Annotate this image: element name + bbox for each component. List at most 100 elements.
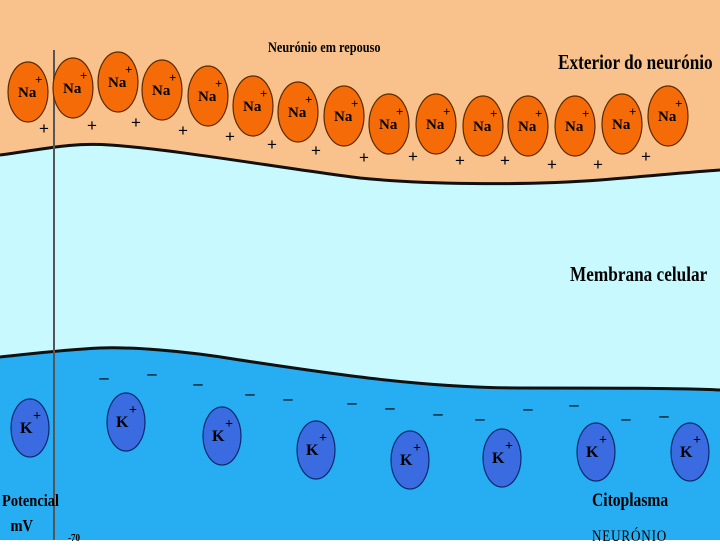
k-ion-7-circle — [576, 422, 616, 482]
na-ion-11: Na+ — [462, 95, 504, 157]
negative-charge-9: – — [475, 409, 485, 428]
na-ion-12-charge: + — [535, 106, 542, 121]
na-ion-3-circle — [97, 51, 139, 113]
na-ion-9-symbol: Na — [379, 117, 398, 133]
cytoplasm-label: Citoplasma — [592, 490, 669, 511]
k-ion-1-charge: + — [33, 409, 41, 424]
k-ion-1-symbol: K — [20, 420, 33, 437]
k-ion-2-circle — [106, 392, 146, 452]
na-ion-1-symbol: Na — [18, 85, 37, 101]
k-ion-3-circle — [202, 406, 242, 466]
na-ion-13-circle — [554, 95, 596, 157]
k-ion-2: K+ — [106, 392, 146, 452]
k-ion-1: K+ — [10, 398, 50, 458]
na-ion-6-circle — [232, 75, 274, 137]
na-ion-7-charge: + — [305, 92, 312, 107]
k-ion-8: K+ — [670, 422, 710, 482]
diagram-title: Neurónio em repouso — [268, 40, 381, 56]
na-ion-1-charge: + — [35, 72, 42, 87]
na-ion-12: Na+ — [507, 95, 549, 157]
na-ion-13-symbol: Na — [565, 119, 584, 135]
membrane-label: Membrana celular — [570, 262, 708, 286]
na-ion-3: Na+ — [97, 51, 139, 113]
negative-charge-8: – — [433, 404, 443, 423]
k-ion-7: K+ — [576, 422, 616, 482]
k-ion-5: K+ — [390, 430, 430, 490]
negative-charge-2: – — [147, 364, 157, 383]
ions-layer: Na+Na+Na+Na+Na+Na+Na+Na+Na+Na+Na+Na+Na+N… — [7, 51, 710, 490]
k-ion-2-charge: + — [129, 403, 137, 418]
positive-charge-8: + — [359, 148, 369, 167]
k-ion-7-charge: + — [599, 433, 607, 448]
k-ion-6-circle — [482, 428, 522, 488]
negative-charge-13: – — [659, 406, 669, 425]
na-ion-13-charge: + — [582, 106, 589, 121]
na-ion-13: Na+ — [554, 95, 596, 157]
positive-charge-2: + — [87, 116, 97, 135]
negative-charge-5: – — [283, 389, 293, 408]
positive-charge-11: + — [500, 151, 510, 170]
negative-charge-10: – — [523, 399, 533, 418]
k-ion-4-circle — [296, 420, 336, 480]
negative-charge-6: – — [347, 393, 357, 412]
k-ion-3-charge: + — [225, 417, 233, 432]
na-ion-1-circle — [7, 61, 49, 123]
positive-charge-12: + — [547, 155, 557, 174]
k-ion-5-charge: + — [413, 441, 421, 456]
na-ion-9-charge: + — [396, 104, 403, 119]
na-ion-2: Na+ — [52, 57, 94, 119]
na-ion-7: Na+ — [277, 81, 319, 143]
na-ion-10-symbol: Na — [426, 117, 445, 133]
k-ion-4-symbol: K — [306, 442, 319, 459]
k-ion-8-charge: + — [693, 433, 701, 448]
na-ion-8-symbol: Na — [334, 109, 353, 125]
na-ion-2-circle — [52, 57, 94, 119]
k-ion-8-symbol: K — [680, 444, 693, 461]
k-ion-1-circle — [10, 398, 50, 458]
na-ion-5-charge: + — [215, 76, 222, 91]
na-ion-14-circle — [601, 93, 643, 155]
na-ion-2-charge: + — [80, 68, 87, 83]
negative-charge-4: – — [245, 384, 255, 403]
positive-charge-10: + — [455, 151, 465, 170]
na-ion-10-charge: + — [443, 104, 450, 119]
na-ion-4: Na+ — [141, 59, 183, 121]
na-ion-11-circle — [462, 95, 504, 157]
positive-charge-1: + — [39, 119, 49, 138]
na-ion-1: Na+ — [7, 61, 49, 123]
na-ion-10: Na+ — [415, 93, 457, 155]
na-ion-3-charge: + — [125, 62, 132, 77]
potential-label-line1: Potencial — [2, 491, 59, 510]
k-ion-6-symbol: K — [492, 450, 505, 467]
na-ion-12-circle — [507, 95, 549, 157]
na-ion-5: Na+ — [187, 65, 229, 127]
na-ion-11-symbol: Na — [473, 119, 492, 135]
positive-charge-14: + — [641, 147, 651, 166]
na-ion-15-charge: + — [675, 96, 682, 111]
na-ion-12-symbol: Na — [518, 119, 537, 135]
k-ion-3-symbol: K — [212, 428, 225, 445]
na-ion-6: Na+ — [232, 75, 274, 137]
potential-label: Potencial mV — [2, 488, 59, 538]
k-ion-8-circle — [670, 422, 710, 482]
na-ion-15: Na+ — [647, 85, 689, 147]
negative-charge-7: – — [385, 398, 395, 417]
negative-charge-12: – — [621, 409, 631, 428]
na-ion-14: Na+ — [601, 93, 643, 155]
na-ion-11-charge: + — [490, 106, 497, 121]
na-ion-8: Na+ — [323, 85, 365, 147]
k-ion-7-symbol: K — [586, 444, 599, 461]
na-ion-15-symbol: Na — [658, 109, 677, 125]
na-ion-4-symbol: Na — [152, 83, 171, 99]
na-ion-3-symbol: Na — [108, 75, 127, 91]
membrane-outer-line — [0, 142, 720, 186]
na-ion-5-circle — [187, 65, 229, 127]
na-ion-14-symbol: Na — [612, 117, 631, 133]
positive-charge-6: + — [267, 135, 277, 154]
k-ion-6: K+ — [482, 428, 522, 488]
cytoplasm-region — [0, 347, 720, 540]
positive-charge-3: + — [131, 113, 141, 132]
membrane-region — [0, 144, 720, 390]
na-ion-14-charge: + — [629, 104, 636, 119]
potential-value: -70 — [68, 532, 81, 544]
